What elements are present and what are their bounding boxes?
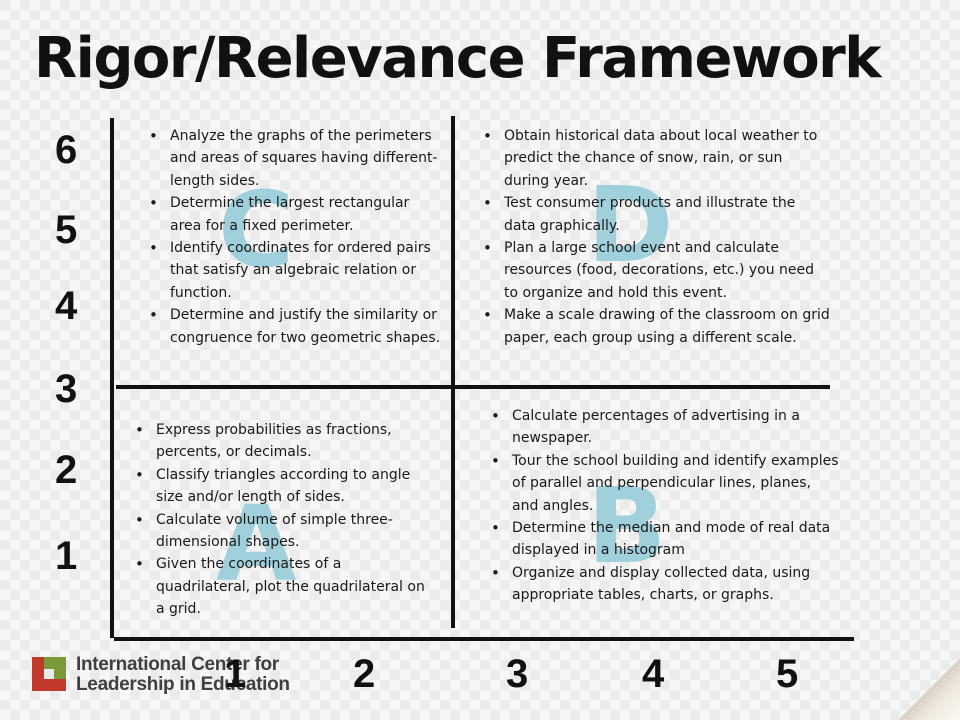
list-item: Determine and justify the similarity or … [146,304,442,349]
list-item: Calculate percentages of advertising in … [488,405,840,450]
page-title: Rigor/Relevance Framework [34,26,882,91]
list-item: Express probabilities as fractions, perc… [132,419,434,464]
quadrant-c-list: Analyze the graphs of the perimeters and… [146,125,442,349]
x-axis-label-2: 2 [353,652,376,696]
list-item: Given the coordinates of a quadrilateral… [132,553,434,620]
y-axis-line [110,118,114,638]
quadrant-a-list: Express probabilities as fractions, perc… [132,419,434,621]
logo-line-2: Leadership in Education [76,674,290,695]
icle-logo-icon [32,657,66,691]
list-item: Classify triangles according to angle si… [132,464,434,509]
list-item: Make a scale drawing of the classroom on… [480,304,830,349]
x-axis-label-5: 5 [776,652,799,696]
x-axis-label-1: 1 [224,652,247,696]
list-item: Organize and display collected data, usi… [488,562,840,607]
y-axis-label-5: 5 [55,208,78,252]
page-curl-decoration [898,658,960,720]
list-item: Test consumer products and illustrate th… [480,192,830,237]
y-axis-label-4: 4 [55,284,78,328]
quadrant-b-list: Calculate percentages of advertising in … [488,405,840,607]
logo-line-1: International Center for [76,654,279,675]
list-item: Determine the largest rectangular area f… [146,192,442,237]
vertical-divider [451,116,455,628]
list-item: Analyze the graphs of the perimeters and… [146,125,442,192]
list-item: Obtain historical data about local weath… [480,125,830,192]
horizontal-divider [116,385,830,389]
x-axis-line [114,637,854,641]
y-axis-label-6: 6 [55,128,78,172]
y-axis-label-2: 2 [55,448,78,492]
y-axis-label-1: 1 [55,534,78,578]
x-axis-label-3: 3 [506,652,529,696]
list-item: Identify coordinates for ordered pairs t… [146,237,442,304]
list-item: Tour the school building and identify ex… [488,450,840,517]
list-item: Calculate volume of simple three-dimensi… [132,509,434,554]
quadrant-d-list: Obtain historical data about local weath… [480,125,830,349]
x-axis-label-4: 4 [642,652,665,696]
icle-logo: International Center for Leadership in E… [32,655,322,695]
logo-text: International Center for Leadership in E… [76,655,290,695]
y-axis-label-3: 3 [55,367,78,411]
list-item: Plan a large school event and calculate … [480,237,830,304]
list-item: Determine the median and mode of real da… [488,517,840,562]
